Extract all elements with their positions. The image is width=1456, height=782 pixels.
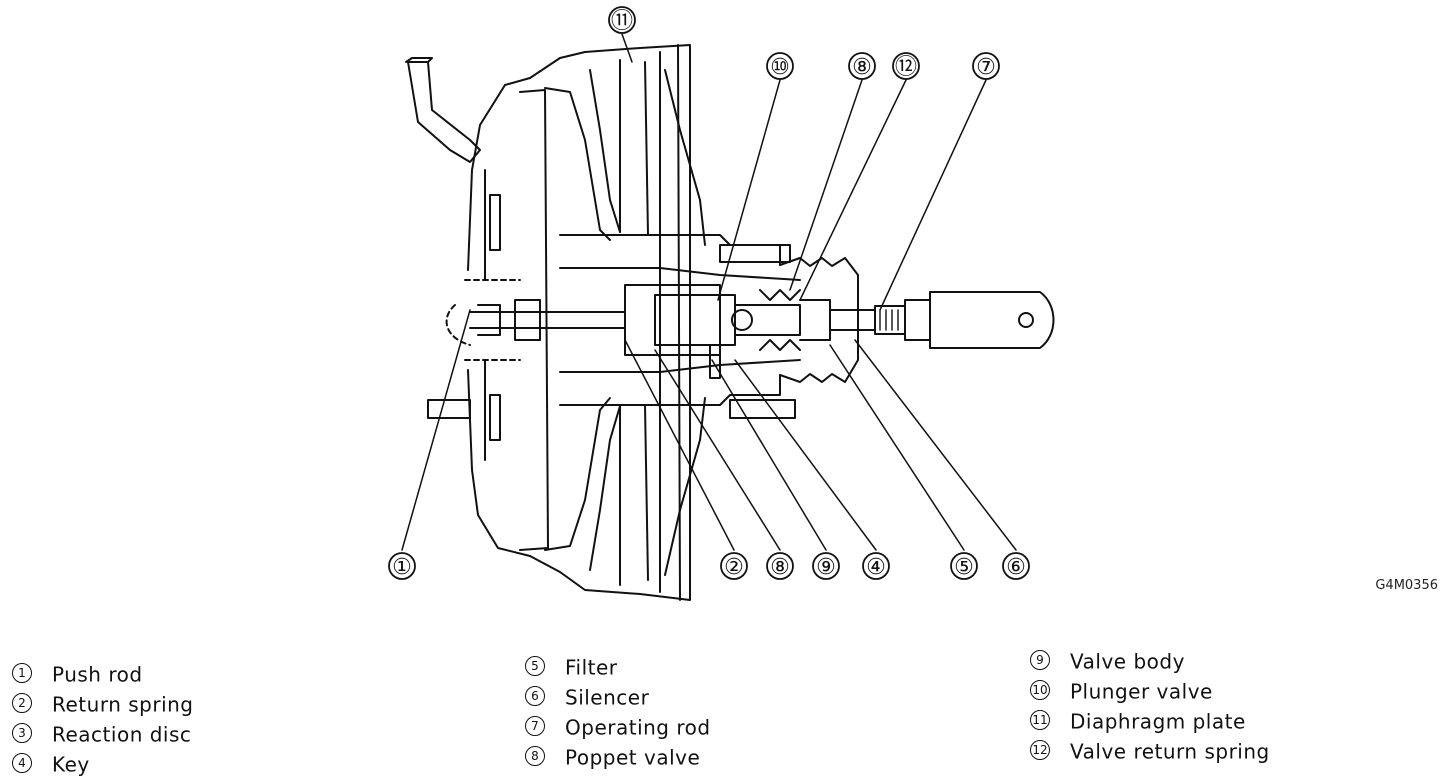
operating-rod xyxy=(829,291,1055,349)
legend-label: Diaphragm plate xyxy=(1070,709,1246,734)
poppet-plunger xyxy=(731,289,831,351)
legend-label: Operating rod xyxy=(565,715,711,740)
callout-7: ⑦ xyxy=(976,55,996,80)
callout-8: ⑧ xyxy=(770,555,790,580)
legend-item: 10 Plunger valve xyxy=(1030,675,1270,705)
legend-label: Valve return spring xyxy=(1070,739,1270,764)
callout-12: ⑫ xyxy=(895,55,917,80)
legend-label: Silencer xyxy=(565,685,650,710)
front-shell xyxy=(467,57,561,573)
mounting-studs xyxy=(427,244,796,419)
legend-item: 6 Silencer xyxy=(525,681,711,711)
legend-number: 8 xyxy=(525,745,545,766)
vacuum-fitting xyxy=(405,57,481,163)
callouts xyxy=(388,6,1030,580)
legend-item: 12 Valve return spring xyxy=(1030,735,1270,765)
legend-item: 11 Diaphragm plate xyxy=(1030,705,1270,735)
boot-bellows xyxy=(779,257,859,383)
legend-label: Poppet valve xyxy=(565,745,701,770)
callout-5: ⑤ xyxy=(954,555,974,580)
legend-label: Return spring xyxy=(52,692,194,717)
legend-label: Plunger valve xyxy=(1070,679,1213,704)
callout-10: ⑩ xyxy=(770,55,790,80)
legend-item: 9 Valve body xyxy=(1030,645,1270,675)
legend-number: 10 xyxy=(1030,679,1050,700)
legend-number: 4 xyxy=(12,752,32,773)
legend-number: 1 xyxy=(12,662,32,683)
callout-6: ⑥ xyxy=(1006,555,1026,580)
legend-label: Valve body xyxy=(1070,649,1185,674)
callout-8-top: ⑧ xyxy=(852,55,872,80)
legend-column-3: 9 Valve body 10 Plunger valve 11 Diaphragm pl… xyxy=(1030,645,1270,765)
legend-column-1: 1 Push rod 2 Return spring 3 Reaction disc 4 Ke… xyxy=(12,658,194,778)
legend-item: 8 Poppet valve xyxy=(525,741,711,771)
legend-item: 1 Push rod xyxy=(12,658,194,688)
diaphragm-plate xyxy=(519,59,706,586)
valve-body xyxy=(559,234,801,406)
legend-item: 7 Operating rod xyxy=(525,711,711,741)
legend-number: 2 xyxy=(12,692,32,713)
callout-labels: ① ② ⑧ ⑨ ④ ⑤ ⑥ ⑩ ⑧ ⑫ ⑦ ⑪ xyxy=(392,9,1026,580)
brake-booster-diagram: ① ② ⑧ ⑨ ④ ⑤ ⑥ ⑩ ⑧ ⑫ ⑦ ⑪ xyxy=(388,6,1055,601)
legend-number: 12 xyxy=(1030,739,1050,760)
rear-shell xyxy=(559,44,691,601)
leader-lines xyxy=(401,33,1017,551)
callout-11: ⑪ xyxy=(611,9,633,34)
legend-number: 3 xyxy=(12,722,32,743)
legend-label: Reaction disc xyxy=(52,722,192,747)
callout-4: ④ xyxy=(866,555,886,580)
legend-label: Key xyxy=(52,752,90,777)
legend-item: 2 Return spring xyxy=(12,688,194,718)
figure-code: G4M0356 xyxy=(1375,578,1438,593)
legend-item: 5 Filter xyxy=(525,651,711,681)
callout-1: ① xyxy=(392,555,412,580)
legend-label: Filter xyxy=(565,655,618,680)
legend-item: 3 Reaction disc xyxy=(12,718,194,748)
legend-number: 7 xyxy=(525,715,545,736)
legend-number: 9 xyxy=(1030,649,1050,670)
callout-9: ⑨ xyxy=(816,555,836,580)
push-rod xyxy=(445,279,626,361)
callout-2: ② xyxy=(724,555,744,580)
legend-item: 4 Key xyxy=(12,748,194,778)
legend-number: 5 xyxy=(525,655,545,676)
legend-number: 6 xyxy=(525,685,545,706)
legend-column-2: 5 Filter 6 Silencer 7 Operating rod 8 Poppet va… xyxy=(525,651,711,771)
legend-number: 11 xyxy=(1030,709,1050,730)
legend-label: Push rod xyxy=(52,662,143,687)
